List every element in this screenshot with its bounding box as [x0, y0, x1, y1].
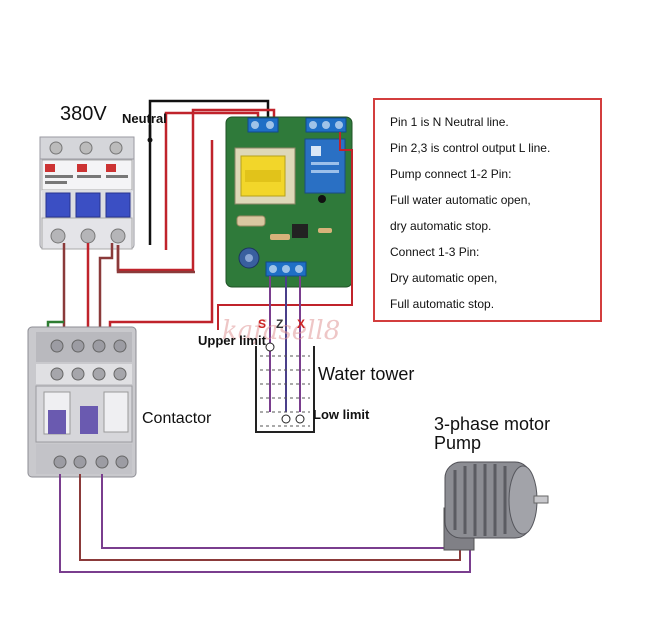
note-line: Full automatic stop. — [390, 297, 495, 311]
contactor-label: Contactor — [142, 410, 212, 427]
neutral-terminal-dot — [147, 137, 153, 143]
motor-label: 3-phase motor Pump — [434, 414, 551, 453]
water-tower-label: Water tower — [318, 364, 415, 384]
note-line: dry automatic stop. — [390, 219, 492, 233]
pin-x-label: X — [297, 317, 306, 331]
contactor-body — [27, 326, 137, 478]
note-line: Pin 2,3 is control output L line. — [390, 141, 551, 155]
motor — [443, 461, 549, 551]
note-line: Pin 1 is N Neutral line. — [390, 115, 509, 129]
motor-wires — [59, 474, 471, 573]
upper-limit-label: Upper limit — [198, 333, 266, 348]
water-tower — [255, 342, 315, 433]
neutral-label: Neutral — [122, 111, 167, 126]
note-line: Full water automatic open, — [390, 193, 531, 207]
watermark: kafasell8 — [222, 316, 341, 346]
pin-z-label: Z — [276, 317, 284, 331]
circuit-breaker — [39, 136, 135, 250]
low-limit-label: Low limit — [313, 407, 370, 422]
note-line: Pump connect 1-2 Pin: — [390, 167, 512, 181]
coil-wire — [217, 132, 353, 330]
voltage-label: 380V — [60, 103, 107, 125]
pin-s-label: S — [258, 317, 267, 331]
pin-notes-box: Pin 1 is N Neutral line. Pin 2,3 is cont… — [373, 98, 602, 322]
level-control-board — [225, 116, 353, 288]
note-line: Dry automatic open, — [390, 271, 498, 285]
note-line: Connect 1-3 Pin: — [390, 245, 480, 259]
